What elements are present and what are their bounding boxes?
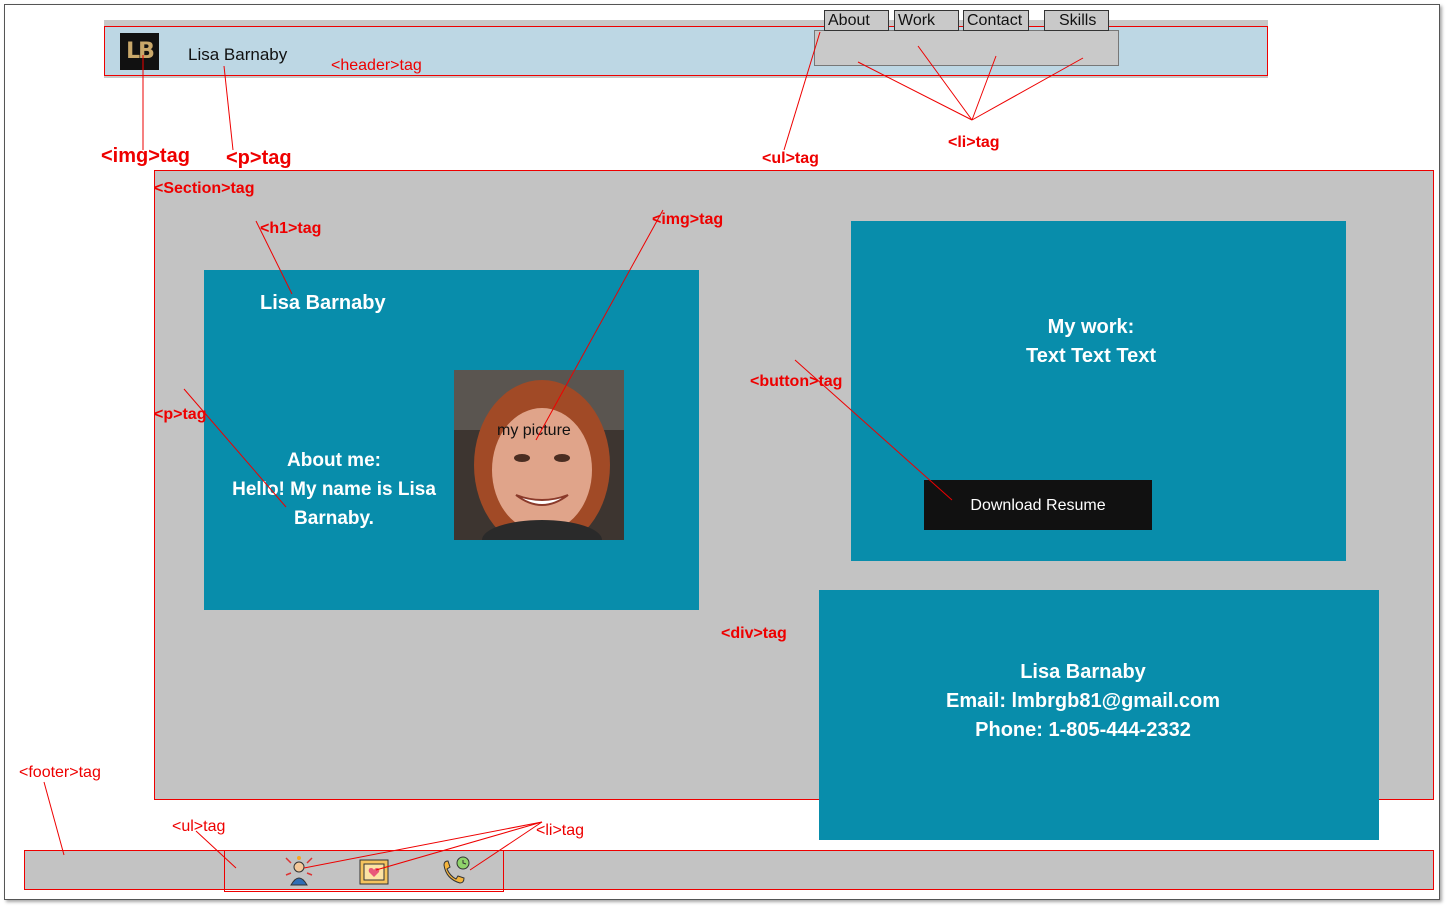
page-frame — [4, 4, 1440, 900]
contact-card: Lisa Barnaby Email: lmbrgb81@gmail.com P… — [819, 590, 1379, 840]
contact-info: Lisa Barnaby Email: lmbrgb81@gmail.com P… — [819, 658, 1347, 745]
annotation-img-tag-photo: <img>tag — [652, 211, 724, 228]
contact-name: Lisa Barnaby — [1020, 661, 1146, 683]
annotation-p-tag-about: <p>tag — [154, 406, 207, 423]
download-resume-button[interactable]: Download Resume — [924, 480, 1152, 530]
annotation-div-tag: <div>tag — [721, 625, 787, 642]
annotation-section-tag: <Section>tag — [154, 180, 255, 197]
annotation-img-tag: <img>tag — [101, 145, 190, 167]
about-paragraph: About me: Hello! My name is Lisa Barnaby… — [224, 446, 444, 533]
nav-item-skills[interactable]: Skills — [1044, 10, 1109, 31]
annotation-button-tag: <button>tag — [750, 373, 843, 390]
nav-item-about[interactable]: About — [824, 10, 889, 31]
logo[interactable]: LB — [120, 33, 159, 70]
footer — [24, 850, 1434, 890]
annotation-footer-tag: <footer>tag — [19, 764, 101, 781]
about-line: About me: — [287, 450, 381, 471]
portrait-illustration — [454, 370, 624, 540]
about-line: Barnaby. — [294, 508, 374, 529]
work-heading: My work: Text Text Text — [851, 313, 1331, 371]
contact-phone: Phone: 1-805-444-2332 — [975, 719, 1191, 741]
annotation-li-tag-footer: <li>tag — [536, 822, 585, 839]
annotation-p-tag: <p>tag — [226, 147, 292, 169]
annotation-ul-tag: <ul>tag — [762, 150, 819, 167]
networking-person-icon[interactable] — [283, 855, 315, 887]
work-card: My work: Text Text Text Download Resume — [851, 221, 1346, 561]
annotation-ul-tag-footer: <ul>tag — [172, 818, 226, 835]
nav-list — [814, 30, 1119, 66]
nav-item-contact[interactable]: Contact — [963, 10, 1029, 31]
phone-clock-icon[interactable] — [440, 855, 472, 887]
about-heading: Lisa Barnaby — [260, 292, 386, 314]
photo-label: my picture — [497, 422, 571, 439]
about-card: Lisa Barnaby About me: Hello! My name is… — [204, 270, 699, 610]
nav-item-work[interactable]: Work — [894, 10, 959, 31]
annotation-h1-tag: <h1>tag — [260, 220, 322, 237]
profile-photo: my picture — [454, 370, 624, 540]
work-line: My work: — [1047, 316, 1135, 338]
love-letter-folder-icon[interactable] — [358, 855, 390, 887]
annotation-header-tag: <header>tag — [331, 57, 422, 74]
contact-email: Email: lmbrgb81@gmail.com — [945, 690, 1220, 712]
work-line: Text Text Text — [1025, 345, 1157, 367]
annotation-li-tag: <li>tag — [948, 134, 1000, 151]
brand-name: Lisa Barnaby — [188, 45, 288, 64]
about-line: Hello! My name is Lisa — [232, 479, 436, 500]
